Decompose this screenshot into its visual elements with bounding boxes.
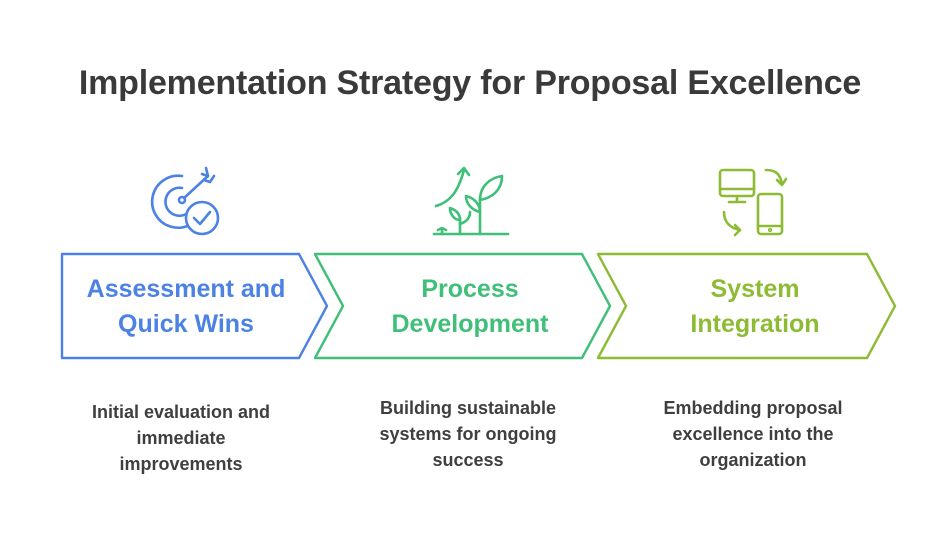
step-label-process: Process Development (391, 275, 549, 338)
growth-plant-icon (432, 166, 510, 236)
diagram-title: Implementation Strategy for Proposal Exc… (78, 64, 862, 102)
step-description-integration: Embedding proposal excellence into the o… (663, 398, 843, 470)
step-label-assessment: Assessment and Quick Wins (86, 275, 286, 338)
device-sync-icon (718, 168, 788, 237)
step-description-assessment: Initial evaluation and immediate improve… (91, 402, 271, 474)
step-label-integration: System Integration (690, 275, 820, 338)
step-arrow-1 (60, 252, 329, 360)
step-arrow-3 (596, 252, 897, 360)
step-arrow-2 (313, 252, 612, 360)
step-description-process: Building sustainable systems for ongoing… (379, 398, 557, 470)
target-check-icon (150, 166, 220, 236)
